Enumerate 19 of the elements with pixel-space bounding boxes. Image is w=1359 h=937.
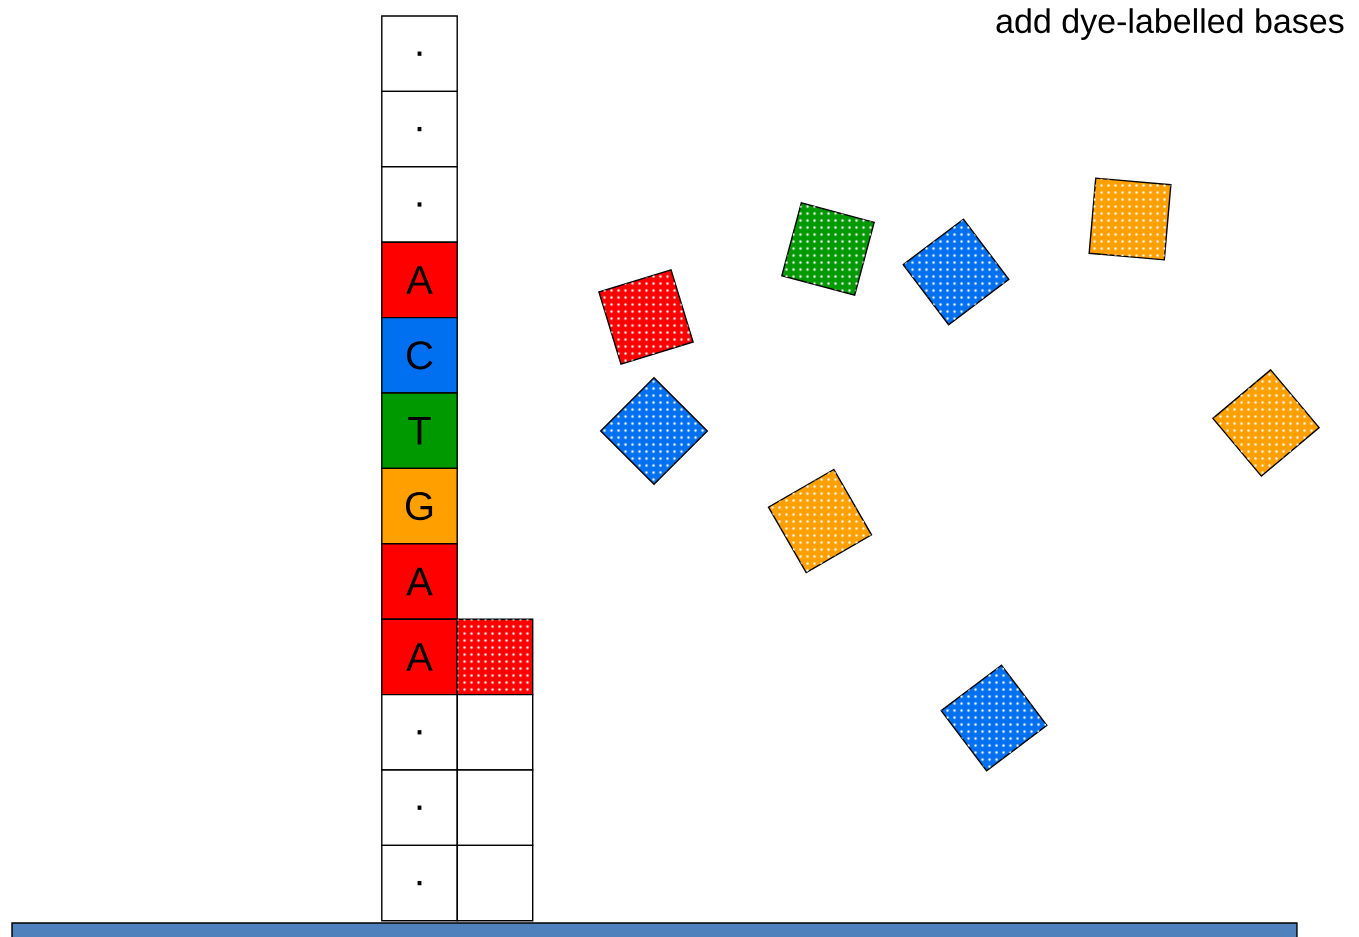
dye-labelled-base [456, 618, 534, 696]
empty-cell: . [381, 693, 458, 771]
base-cell: A [381, 543, 458, 620]
base-cell: A [381, 241, 458, 319]
dye-labelled-base [940, 664, 1048, 772]
base-cell: A [381, 618, 458, 696]
dye-labelled-base [1088, 177, 1172, 261]
base-cell: C [381, 316, 458, 394]
dye-labelled-base [902, 218, 1010, 326]
base-cell: G [381, 467, 458, 545]
dye-labelled-base [767, 468, 873, 574]
heading: add dye-labelled bases [996, 8, 1344, 40]
dye-labelled-base [598, 269, 694, 365]
empty-cell: . [381, 90, 458, 168]
empty-cell: . [381, 769, 458, 847]
empty-cell: . [381, 166, 458, 243]
base-cell: T [381, 392, 458, 470]
empty-cell: . [381, 15, 458, 93]
empty-cell: . [381, 844, 458, 922]
